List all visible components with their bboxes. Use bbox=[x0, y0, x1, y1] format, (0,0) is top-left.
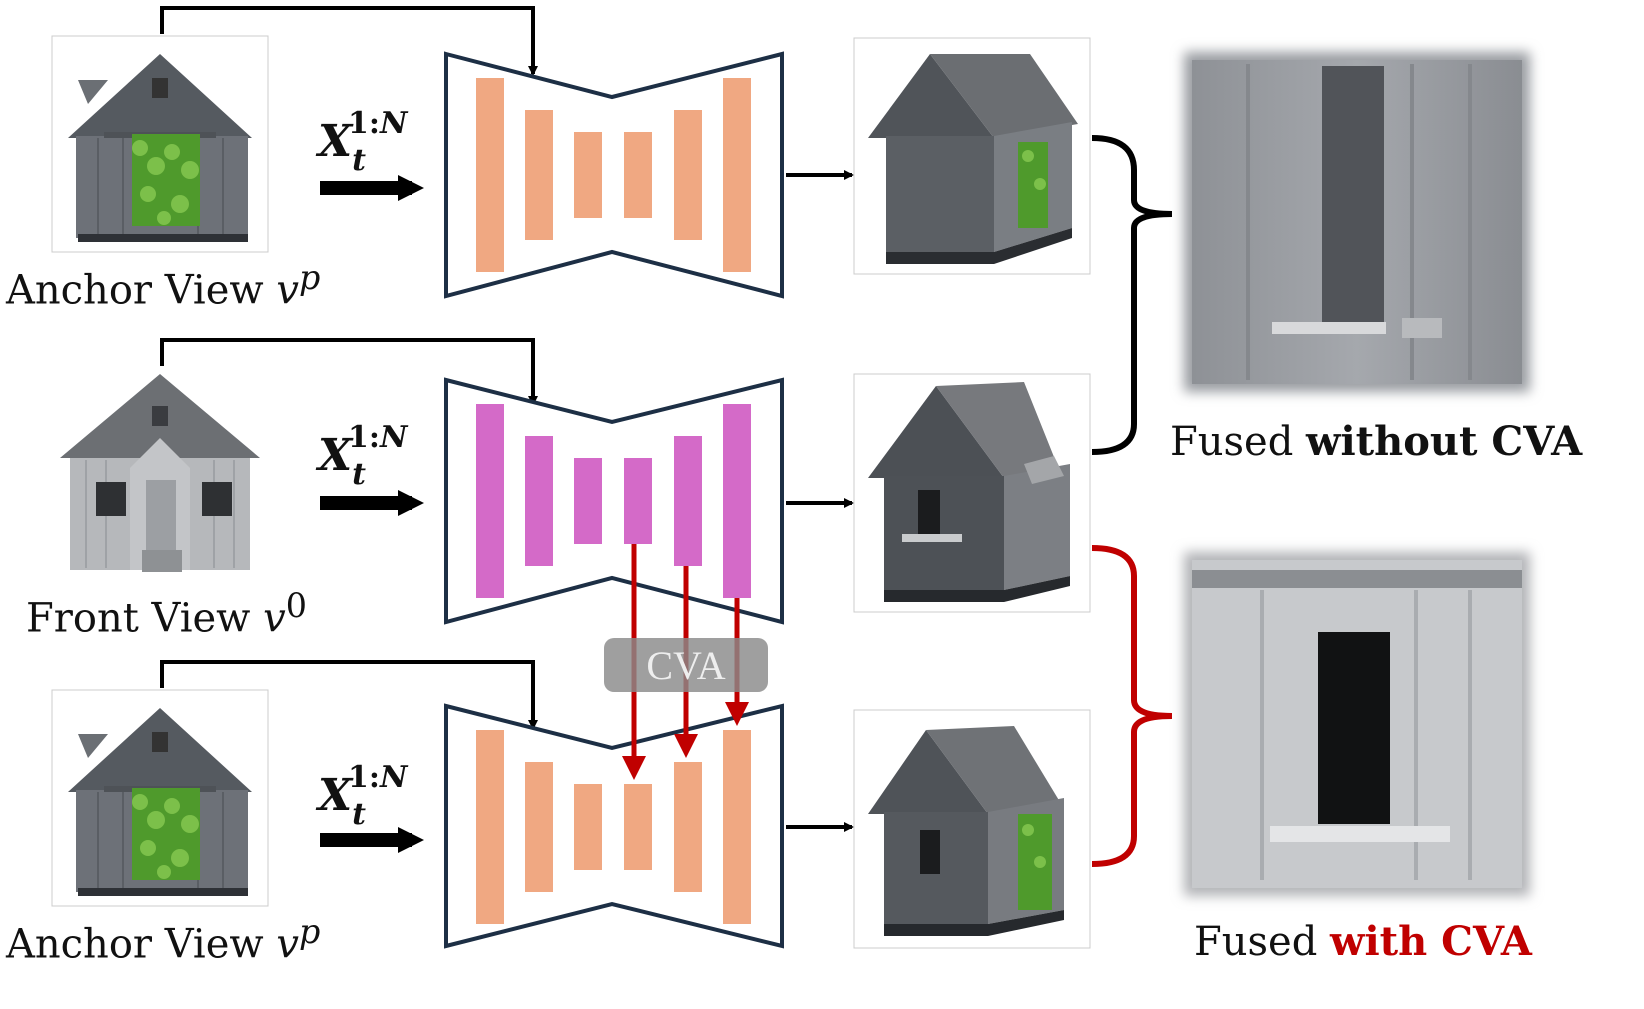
house-output-icon-1 bbox=[868, 54, 1078, 264]
unet-3-layer-3 bbox=[574, 784, 602, 870]
input-caption-3-symbol: v bbox=[276, 921, 299, 968]
skip-arrow-3 bbox=[160, 660, 538, 730]
unet-2-layer-1 bbox=[476, 404, 504, 598]
input-caption-2-text: Front View bbox=[26, 595, 251, 642]
input-caption-3: Anchor View vp bbox=[6, 912, 320, 967]
unet-3-layers bbox=[476, 730, 751, 924]
noise-label-1-sup: 1:N bbox=[348, 106, 408, 141]
unet-2-layer-2 bbox=[525, 436, 553, 566]
fused-without-prefix: Fused bbox=[1170, 419, 1307, 465]
input-caption-1: Anchor View vp bbox=[6, 258, 320, 313]
cva-connections: CVA bbox=[604, 544, 768, 780]
fused-with-emphasis: with CVA bbox=[1330, 918, 1532, 965]
cva-label: CVA bbox=[646, 643, 725, 688]
unet-3-layer-5 bbox=[674, 762, 702, 892]
unet-3-layer-4 bbox=[624, 784, 652, 870]
input-caption-3-sup: p bbox=[298, 912, 321, 951]
noise-label-1-sub: t bbox=[352, 143, 366, 178]
input-caption-2-symbol: v bbox=[263, 595, 286, 642]
unet-3-layer-1 bbox=[476, 730, 504, 924]
house-output-icon-3 bbox=[868, 726, 1064, 936]
unet-1-layer-2 bbox=[525, 110, 553, 240]
row-2 bbox=[60, 338, 1091, 625]
noise-label-3-sup: 1:N bbox=[348, 760, 408, 795]
input-caption-1-symbol: v bbox=[276, 267, 299, 314]
brace-with-cva bbox=[1091, 545, 1173, 867]
noise-label-2-sup: 1:N bbox=[348, 420, 408, 455]
noise-label-3-sub: t bbox=[352, 797, 366, 832]
unet-3-layer-6 bbox=[723, 730, 751, 924]
input-caption-2: Front View v0 bbox=[26, 586, 307, 641]
unet-1-layer-3 bbox=[574, 132, 602, 218]
unet-1-layer-6 bbox=[723, 78, 751, 272]
unet-1-layers bbox=[476, 78, 751, 272]
house-anchor-icon-3 bbox=[68, 708, 252, 896]
unet-3-layer-2 bbox=[525, 762, 553, 892]
input-caption-1-sup: p bbox=[298, 258, 321, 297]
noise-label-2-base: X bbox=[318, 430, 353, 481]
fused-with-prefix: Fused bbox=[1194, 919, 1331, 965]
unet-1-layer-5 bbox=[674, 110, 702, 240]
unet-2-layer-6 bbox=[723, 404, 751, 598]
skip-arrow-2 bbox=[160, 338, 538, 406]
row-3 bbox=[51, 660, 1091, 949]
unet-2-layer-5 bbox=[674, 436, 702, 566]
unet-1-layer-1 bbox=[476, 78, 504, 272]
noise-label-2-sub: t bbox=[352, 457, 366, 492]
unet-2-layers bbox=[476, 404, 751, 598]
house-anchor-icon-1 bbox=[68, 54, 252, 242]
skip-arrow-1 bbox=[160, 6, 538, 76]
unet-1-layer-4 bbox=[624, 132, 652, 218]
fused-without-cva-caption: Fused without CVA bbox=[1170, 418, 1582, 465]
unet-2-layer-4 bbox=[624, 458, 652, 544]
fused-without-emphasis: without CVA bbox=[1306, 418, 1583, 465]
fused-without-cva-image bbox=[1184, 52, 1530, 392]
unet-2-layer-3 bbox=[574, 458, 602, 544]
fused-with-cva-image bbox=[1184, 552, 1530, 896]
fused-with-cva-caption: Fused with CVA bbox=[1194, 918, 1532, 965]
house-front-icon bbox=[60, 374, 260, 572]
row-1 bbox=[51, 6, 1091, 299]
input-caption-3-text: Anchor View bbox=[6, 921, 264, 968]
cva-box bbox=[604, 638, 768, 692]
noise-label-3-base: X bbox=[318, 770, 353, 821]
noise-label-1-base: X bbox=[318, 116, 353, 167]
input-caption-2-sup: 0 bbox=[285, 586, 307, 625]
input-caption-1-text: Anchor View bbox=[6, 267, 264, 314]
brace-without-cva bbox=[1091, 135, 1173, 455]
house-output-icon-2 bbox=[868, 382, 1070, 602]
